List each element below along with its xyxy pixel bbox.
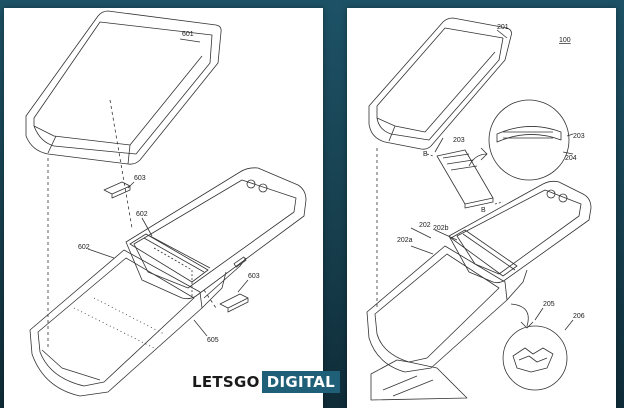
letsgo-digital-watermark: LETSGO DIGITAL bbox=[190, 371, 340, 393]
ref-601: 601 bbox=[182, 31, 194, 38]
ref-203-circle: 203 bbox=[573, 133, 585, 140]
ref-100: 100 bbox=[559, 37, 571, 44]
watermark-letsgo: LETSGO bbox=[192, 373, 260, 391]
ref-202b: 202b bbox=[433, 225, 449, 232]
ref-202a: 202a bbox=[397, 237, 413, 244]
ref-206: 206 bbox=[573, 313, 585, 320]
ref-B-bottom: B bbox=[481, 207, 486, 214]
ref-B-top: B bbox=[423, 151, 428, 158]
ref-602-left: 602 bbox=[78, 244, 90, 251]
ref-201: 201 bbox=[497, 24, 509, 31]
ref-605: 605 bbox=[207, 337, 219, 344]
ref-603-bottom: 603 bbox=[248, 273, 260, 280]
patent-drawing-left: 601 603 602 602 603 605 bbox=[25, 10, 307, 397]
patent-drawing-right: 100 201 203 203 204 B B 202 202b 202a 20… bbox=[366, 17, 592, 401]
patent-figure-left: 601 603 602 602 603 605 LETSGO DIGITAL bbox=[4, 8, 340, 408]
patent-figure-right: 100 201 203 203 204 B B 202 202b 202a 20… bbox=[347, 8, 616, 408]
ref-202: 202 bbox=[419, 222, 431, 229]
watermark-digital: DIGITAL bbox=[261, 371, 340, 393]
ref-602-center: 602 bbox=[136, 211, 148, 218]
ref-203-hinge: 203 bbox=[453, 137, 465, 144]
ref-204: 204 bbox=[565, 155, 577, 162]
ref-205: 205 bbox=[543, 301, 555, 308]
ref-603-top: 603 bbox=[134, 175, 146, 182]
